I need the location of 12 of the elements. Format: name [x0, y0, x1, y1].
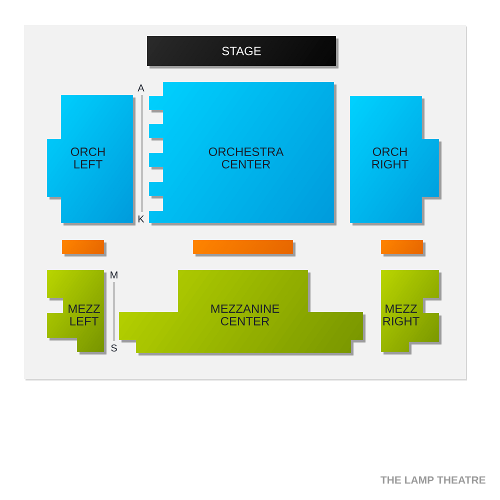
venue-caption: THE LAMP THEATRE — [380, 476, 486, 484]
section-bar — [62, 240, 106, 256]
section-bar — [381, 240, 426, 256]
row-letter: M — [110, 272, 118, 278]
seating-section: ORCHESTRA CENTER — [149, 82, 336, 226]
stage-block: STAGE — [147, 36, 338, 68]
section-bar — [193, 240, 296, 256]
row-letter: A — [138, 84, 144, 92]
seating-section: MEZZ RIGHT — [381, 270, 442, 354]
row-letter: K — [138, 216, 144, 222]
seating-section: ORCH LEFT — [47, 95, 136, 226]
row-letter: S — [111, 344, 117, 352]
